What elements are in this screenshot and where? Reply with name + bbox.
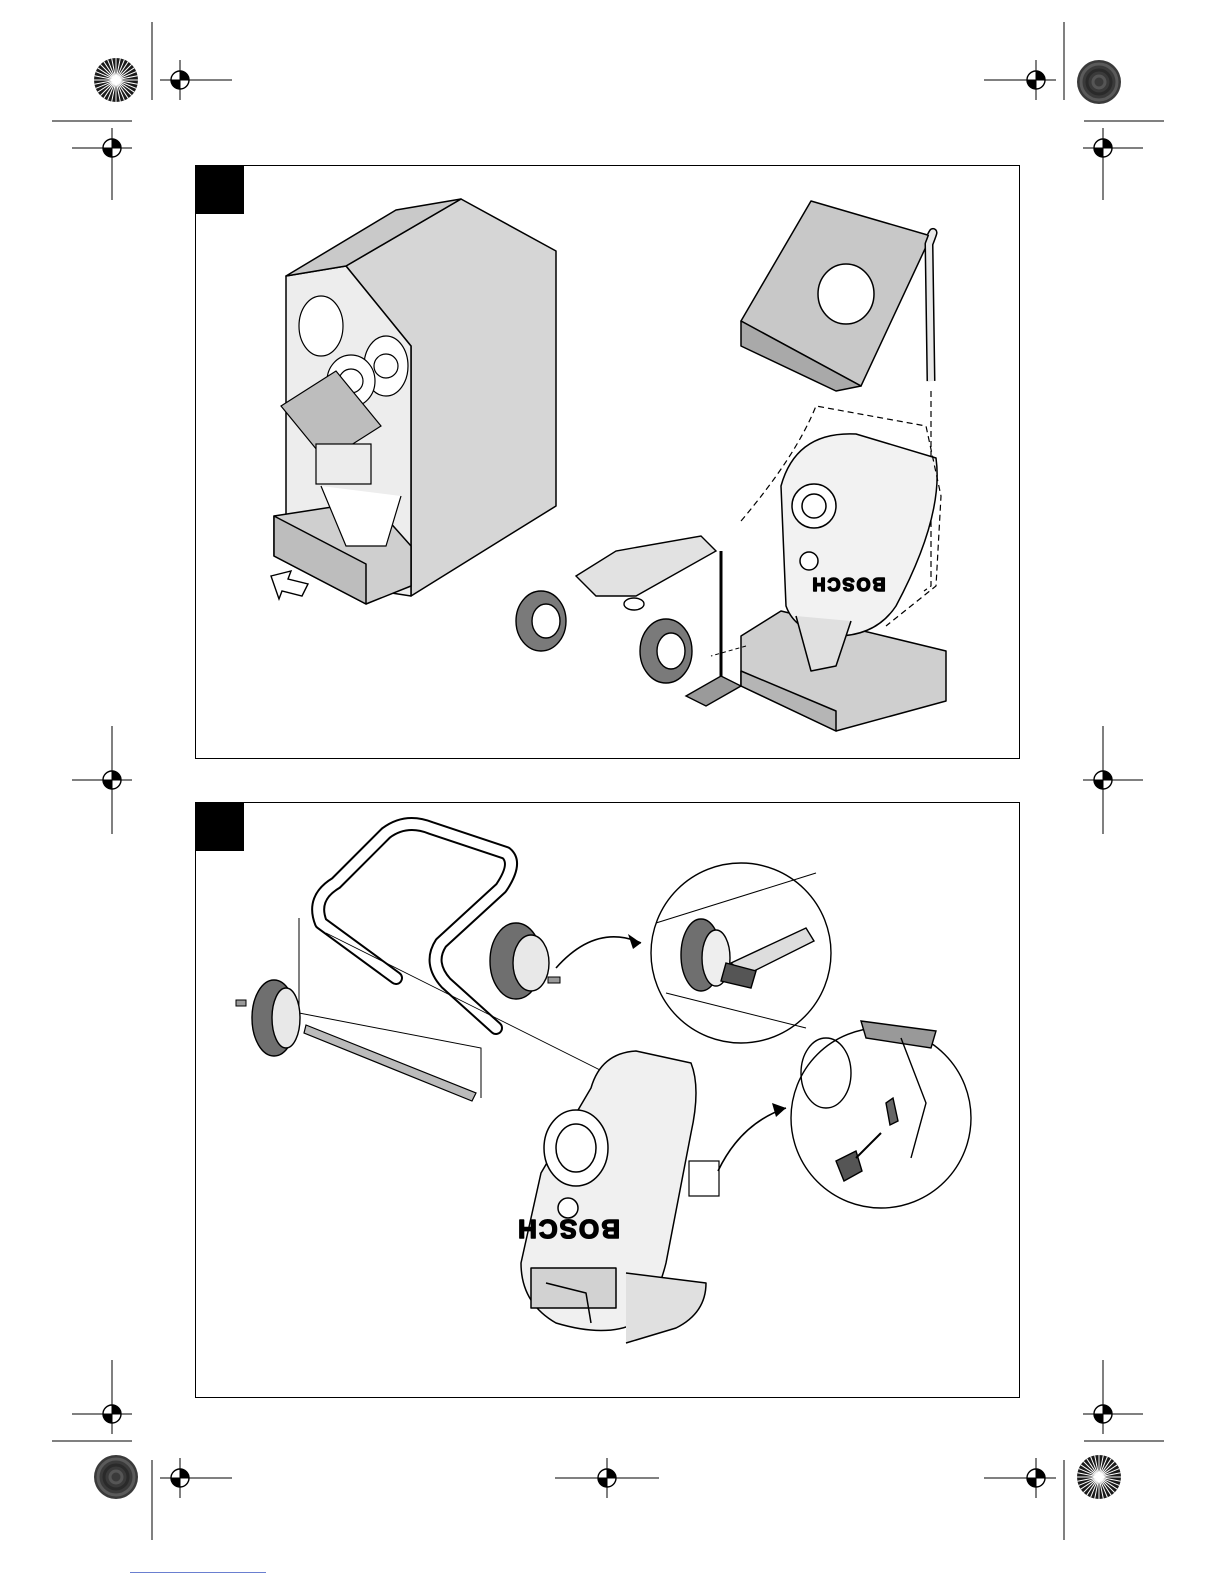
wheel-left	[252, 980, 300, 1056]
figure-1-panel: BOSCH	[195, 165, 1020, 759]
registration-mark-bottom-left-a	[92, 1394, 132, 1434]
detail-view-handle-screw	[791, 1021, 971, 1208]
detail-view-wheel-mount	[651, 863, 831, 1043]
loose-wheel-right	[640, 619, 692, 683]
figure-1-illustration: BOSCH	[196, 166, 1019, 758]
registration-mark-top-left-b	[92, 128, 132, 168]
gray-wheel-bottom-left	[94, 1455, 138, 1499]
screw-right	[548, 977, 560, 983]
registration-mark-bottom-center	[587, 1458, 627, 1498]
figure-1-brand-label: BOSCH	[810, 574, 885, 594]
registration-mark-top-right-a	[1016, 60, 1056, 100]
figure-2-brand-label: BOSCH	[516, 1214, 620, 1244]
registration-mark-top-left-a	[160, 60, 200, 100]
registration-mark-bottom-left-b	[160, 1458, 200, 1498]
handle-guide-lines	[299, 918, 481, 1098]
wheel-right	[490, 923, 549, 999]
registration-mark-mid-left	[92, 760, 132, 800]
registration-mark-mid-right	[1083, 760, 1123, 800]
loose-wheel-left	[516, 591, 566, 651]
axle-rod	[686, 551, 741, 706]
push-handle	[318, 824, 511, 1028]
shredder-unpacked: BOSCH	[741, 434, 946, 731]
footer-rule	[130, 1572, 266, 1573]
color-wheel-bottom-right	[1077, 1455, 1121, 1499]
shredder-assembled: BOSCH	[516, 1051, 706, 1343]
axle	[304, 1025, 476, 1101]
figure-2-illustration: BOSCH	[196, 803, 1019, 1397]
detail-arrow-1	[556, 937, 641, 968]
color-wheel-top-left	[94, 58, 138, 102]
pull-out-arrow-icon	[271, 571, 308, 599]
registration-mark-bottom-right-b	[1016, 1458, 1056, 1498]
registration-mark-bottom-right-a	[1083, 1394, 1123, 1434]
packaging-insert	[741, 201, 933, 391]
screw-callout-box	[689, 1161, 719, 1196]
registration-mark-top-right-b	[1083, 128, 1123, 168]
axle-bracket	[576, 536, 716, 610]
detail-arrow-2	[718, 1108, 786, 1171]
gray-wheel-top-right	[1077, 60, 1121, 104]
figure-2-panel: BOSCH	[195, 802, 1020, 1398]
screw-left	[236, 1000, 246, 1006]
